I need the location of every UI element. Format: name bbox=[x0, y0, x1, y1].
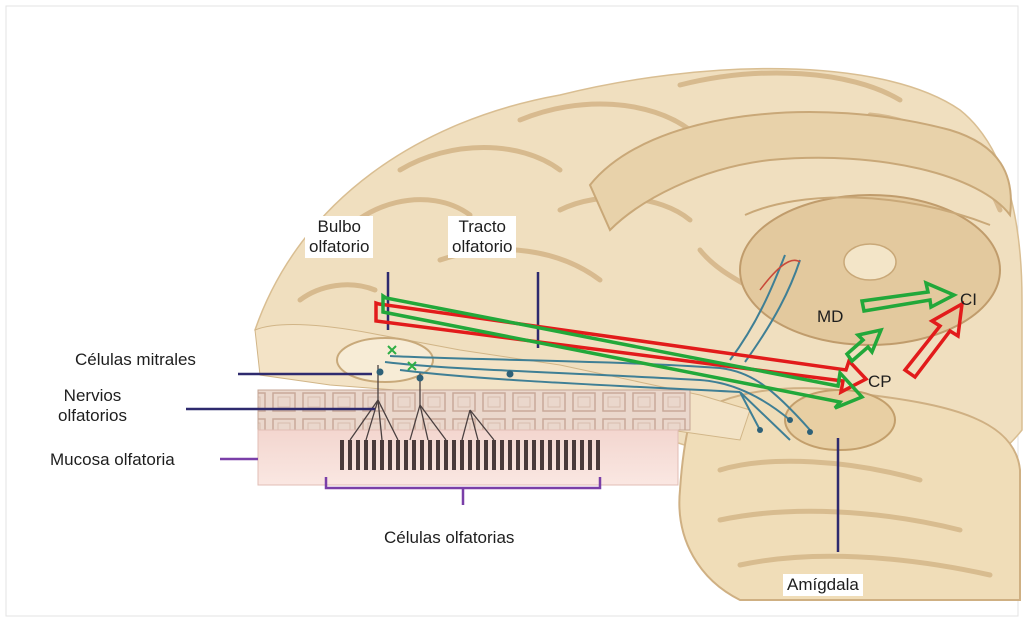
label-tracto-line1: Tracto bbox=[452, 217, 512, 237]
label-celulas-mitrales: Células mitrales bbox=[75, 350, 196, 370]
label-md: MD bbox=[817, 307, 843, 327]
label-mucosa-olfatoria: Mucosa olfatoria bbox=[50, 450, 175, 470]
label-nervios-line1: Nervios bbox=[58, 386, 127, 406]
label-bulbo-line2: olfatorio bbox=[309, 237, 369, 257]
label-tracto-olfatorio: Tracto olfatorio bbox=[448, 216, 516, 258]
label-bulbo-olfatorio: Bulbo olfatorio bbox=[305, 216, 373, 258]
label-celulas-olfatorias: Células olfatorias bbox=[380, 527, 518, 549]
label-nervios-olfatorios: Nervios olfatorios bbox=[58, 386, 127, 426]
label-amigdala: Amígdala bbox=[783, 574, 863, 596]
label-bulbo-line1: Bulbo bbox=[309, 217, 369, 237]
label-nervios-line2: olfatorios bbox=[58, 406, 127, 426]
label-ci: CI bbox=[960, 290, 977, 310]
label-cp: CP bbox=[868, 372, 892, 392]
label-tracto-line2: olfatorio bbox=[452, 237, 512, 257]
